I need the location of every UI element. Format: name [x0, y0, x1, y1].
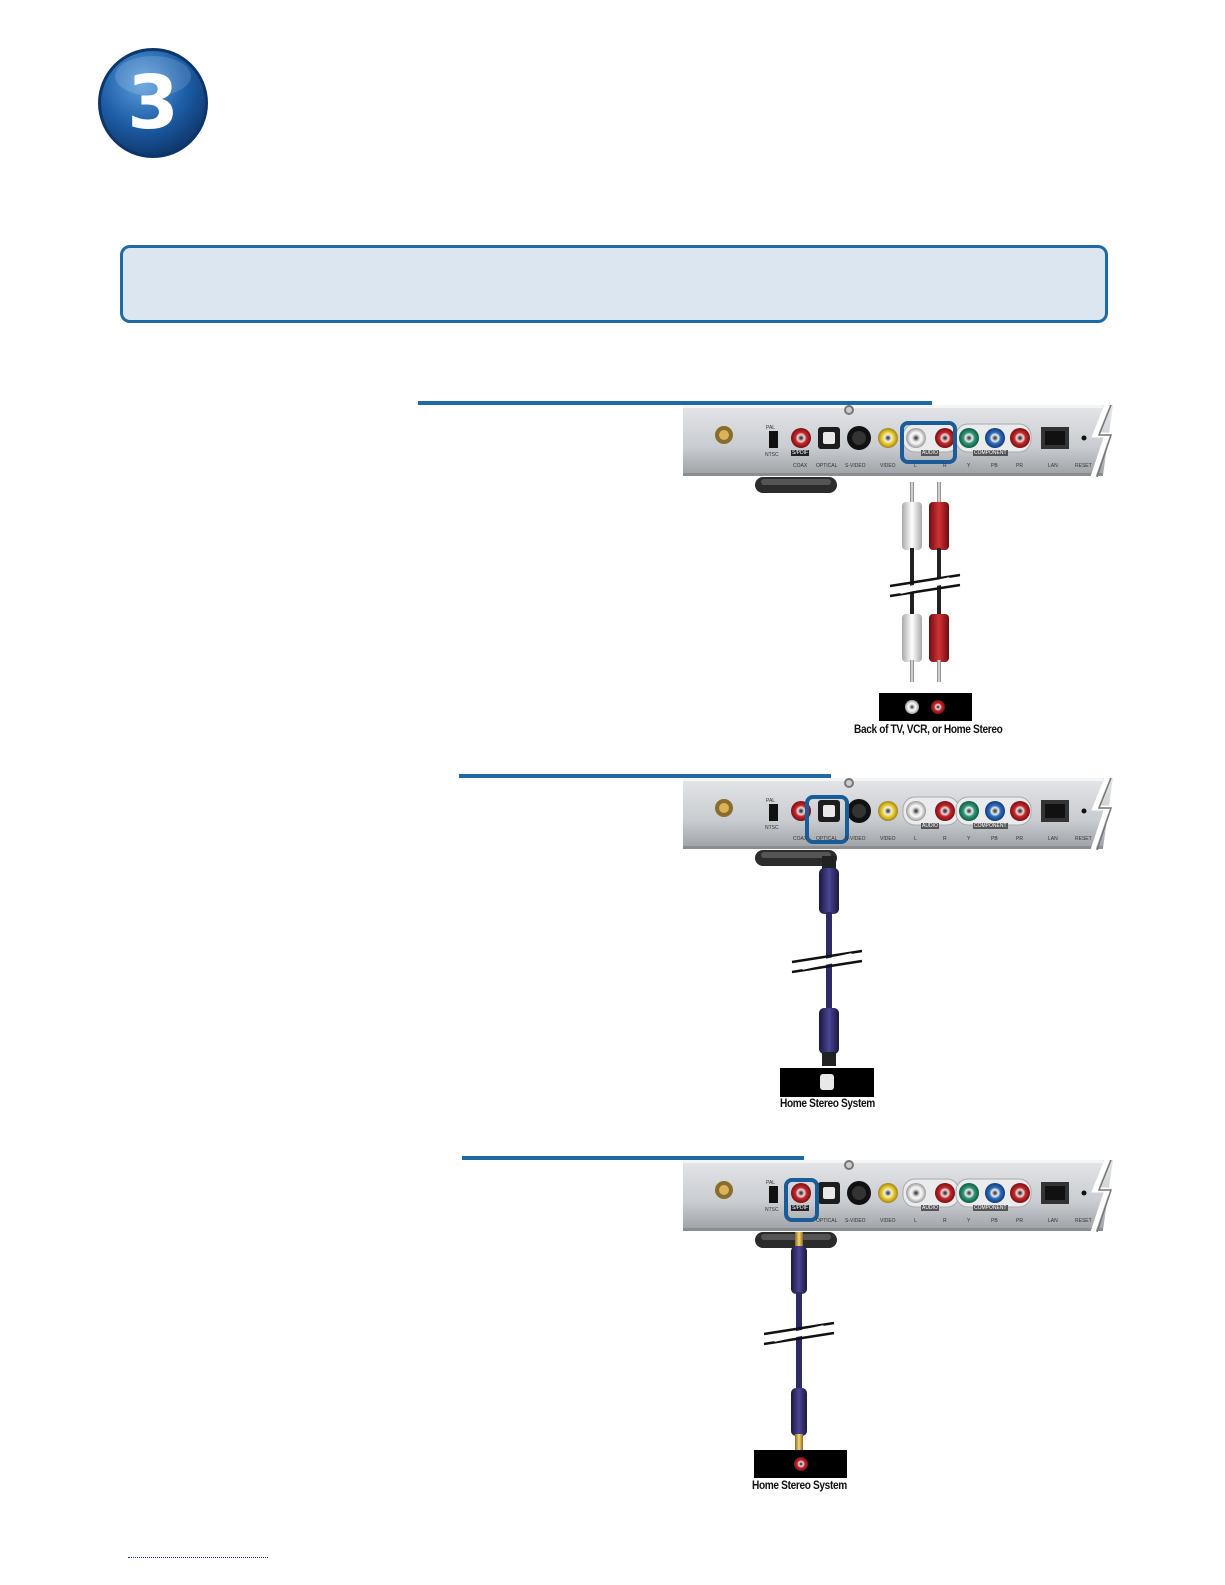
audio-label: AUDIO [921, 823, 939, 829]
pal-label: PAL [766, 1180, 776, 1186]
reset-label: RESET [1075, 1218, 1092, 1224]
rca-cable-red [929, 482, 949, 682]
optical-label: OPTICAL [816, 463, 838, 469]
back-panel-1: PAL NTSC S/PDIF AUDIO COMPONENT COAX OPT… [683, 405, 1113, 485]
back-panel-3: PAL NTSC S/PDIF AUDIO COMPONENT OPTICAL … [683, 1160, 1113, 1240]
spdif-label: S/PDIF [791, 1205, 810, 1211]
y-label: Y [967, 836, 971, 842]
l-label: L [914, 1218, 917, 1224]
pb-label: PB [991, 836, 998, 842]
r-label: R [943, 836, 947, 842]
pal-label: PAL [766, 425, 776, 431]
coaxial-cable [791, 1232, 807, 1450]
caption-tv-vcr-stereo: Back of TV, VCR, or Home Stereo [854, 724, 1003, 736]
highlight-optical-port [805, 795, 849, 844]
optical-label: OPTICAL [816, 1218, 838, 1224]
highlight-coax-port [784, 1178, 819, 1222]
rca-cable-white [902, 482, 922, 682]
pr-label: PR [1016, 463, 1023, 469]
video-label: VIDEO [880, 1218, 896, 1224]
y-label: Y [967, 463, 971, 469]
coax-label: COAX [793, 463, 808, 469]
r-label: R [943, 1218, 947, 1224]
reset-label: RESET [1075, 463, 1092, 469]
step-number: 3 [127, 60, 179, 146]
optical-label: OPTICAL [816, 836, 838, 842]
ntsc-label: NTSC [765, 1207, 779, 1213]
coax-label: COAX [793, 836, 808, 842]
l-label: L [914, 836, 917, 842]
panel-3-coaxial-diagram [462, 1156, 1113, 1478]
pr-label: PR [1016, 1218, 1023, 1224]
panel-1-audio-diagram [418, 401, 1113, 721]
highlight-audio-ports [900, 421, 957, 464]
ntsc-label: NTSC [765, 825, 779, 831]
pb-label: PB [991, 1218, 998, 1224]
component-label: COMPONENT [973, 450, 1008, 456]
lan-label: LAN [1048, 1218, 1058, 1224]
info-box [120, 245, 1108, 323]
video-label: VIDEO [880, 836, 896, 842]
caption-home-stereo-optical: Home Stereo System [780, 1098, 875, 1110]
video-label: VIDEO [880, 463, 896, 469]
reset-label: RESET [1075, 836, 1092, 842]
lan-label: LAN [1048, 463, 1058, 469]
s-video-label: S-VIDEO [845, 836, 866, 842]
s-video-label: S-VIDEO [845, 1218, 866, 1224]
panel-2-optical-diagram [459, 774, 1113, 1097]
back-panel-2: PAL NTSC AUDIO COMPONENT COAX OPTICAL S-… [683, 778, 1113, 858]
pal-label: PAL [766, 798, 776, 804]
component-label: COMPONENT [973, 823, 1008, 829]
s-video-label: S-VIDEO [845, 463, 866, 469]
pr-label: PR [1016, 836, 1023, 842]
bottom-rule [128, 1557, 268, 1558]
y-label: Y [967, 1218, 971, 1224]
target-device-plate-1 [879, 693, 972, 721]
caption-home-stereo-coax: Home Stereo System [752, 1480, 847, 1492]
l-label: L [914, 463, 917, 469]
component-label: COMPONENT [973, 1205, 1008, 1211]
audio-label: AUDIO [921, 450, 939, 456]
audio-label: AUDIO [921, 1205, 939, 1211]
step-number-badge: 3 [98, 48, 208, 158]
spdif-label: S/PDIF [791, 450, 810, 456]
r-label: R [943, 463, 947, 469]
pb-label: PB [991, 463, 998, 469]
ntsc-label: NTSC [765, 452, 779, 458]
lan-label: LAN [1048, 836, 1058, 842]
